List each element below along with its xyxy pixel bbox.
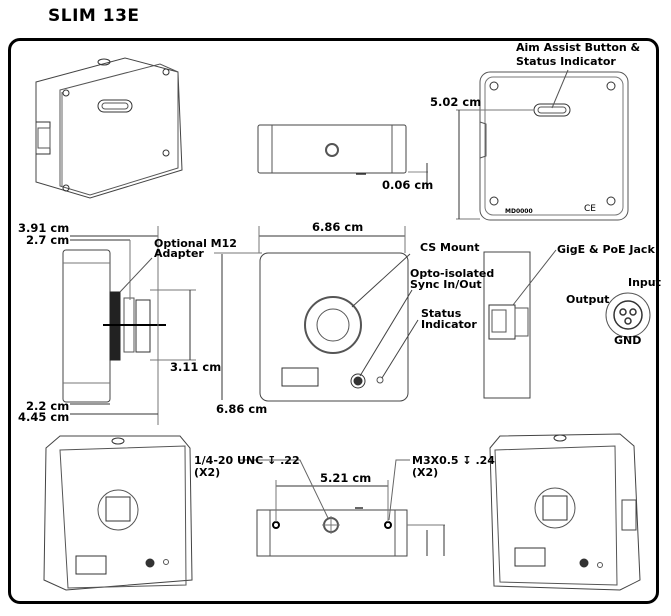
opto-label-line1: Opto-isolated [410, 267, 495, 280]
dim-top-offset: 0.06 cm [382, 178, 434, 192]
connector-gnd-label: GND [614, 334, 642, 347]
tripod-thread-label-line1: 1/4-20 UNC ↧ .22 [194, 454, 300, 467]
side-view [62, 226, 196, 425]
bottom-view [240, 459, 445, 557]
aim-assist-label-line2: Status Indicator [516, 55, 616, 68]
iso-front-left [43, 435, 193, 591]
aim-assist-label-line1: Aim Assist Button & [516, 41, 641, 54]
gige-poe-label: GigE & PoE Jack [557, 243, 655, 256]
connector-output-label: Output [566, 293, 610, 306]
model-label: MD0000 [505, 208, 533, 215]
status-label-line1: Status [421, 307, 462, 320]
m3-thread-label-line2: (X2) [412, 466, 439, 479]
drawing-frame [8, 38, 659, 604]
ce-mark: CE [584, 204, 596, 214]
optional-m12-label-line2: Adapter [154, 247, 204, 260]
opto-label-line2: Sync In/Out [410, 278, 482, 291]
optional-m12-label-line1: Optional M12 [154, 237, 237, 250]
page-title: SLIM 13E [48, 6, 140, 26]
dim-back-height: 5.02 cm [430, 95, 482, 109]
connector-input-label: Input [628, 276, 661, 289]
dim-depth-with-adapter: 3.91 cm [18, 221, 70, 235]
dim-lens-height: 3.11 cm [170, 360, 222, 374]
tripod-thread-label-line2: (X2) [194, 466, 221, 479]
front-view [214, 226, 419, 402]
dim-depth-body-bottom: 2.2 cm [26, 399, 70, 413]
dim-depth-body-top: 2.7 cm [26, 233, 70, 247]
dim-depth-total: 4.45 cm [18, 410, 70, 424]
iso-front-right [489, 433, 641, 591]
back-view [456, 69, 629, 221]
right-side-view [483, 249, 651, 399]
iso-back-view [35, 57, 183, 199]
m3-thread-label-line1: M3X0.5 ↧ .24 [412, 454, 495, 467]
top-view [257, 124, 428, 185]
cs-mount-label: CS Mount [420, 241, 480, 254]
dim-hole-spacing: 5.21 cm [320, 471, 372, 485]
status-label-line2: Indicator [421, 318, 477, 331]
dim-front-height: 6.86 cm [216, 402, 268, 416]
dim-front-width: 6.86 cm [312, 220, 364, 234]
